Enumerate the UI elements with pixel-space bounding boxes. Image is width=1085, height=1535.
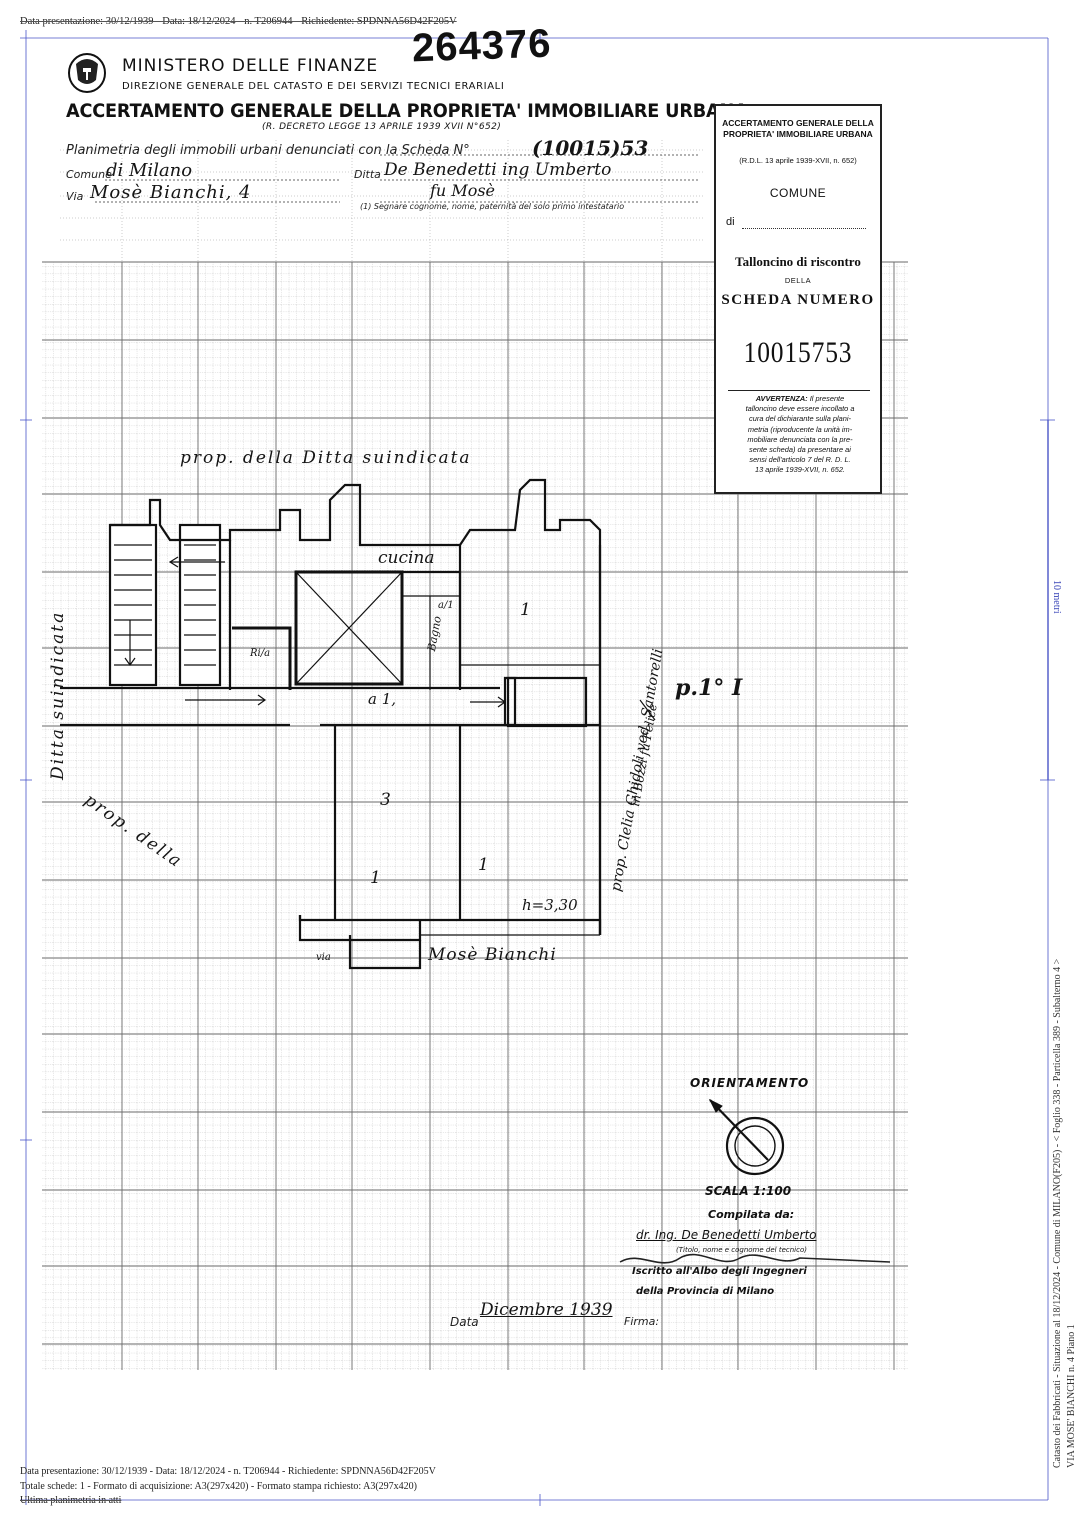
data-label: Data — [450, 1315, 479, 1329]
provincia-label: della Provincia di Milano — [636, 1286, 775, 1297]
top-meta-line: Data presentazione: 30/12/1939 - Data: 1… — [20, 16, 457, 27]
plan-room-top: 1 — [520, 600, 531, 620]
plan-height: h=3,30 — [522, 896, 578, 914]
talloncino-di: di — [726, 216, 735, 228]
plan-ripost: Ri/a — [250, 648, 271, 659]
talloncino-number: 10015753 — [743, 336, 853, 369]
talloncino-comune: COMUNE — [769, 186, 827, 200]
scheda-number: (10015)53 — [532, 136, 649, 160]
ditta-label: Ditta — [354, 168, 381, 181]
avvertenza-line-7: 13 aprile 1939-XVII, n. 652. — [755, 465, 845, 475]
talloncino-rdl: (R.D.L. 13 aprile 1939-XVII, n. 652) — [739, 156, 857, 165]
avvertenza-line-3: metria (riproducente la unità im- — [747, 424, 853, 434]
plan-via-label: via — [316, 952, 331, 963]
talloncino-di-line — [742, 228, 866, 229]
talloncino-title-1: ACCERTAMENTO GENERALE DELLA — [722, 118, 874, 128]
avvertenza-line-6: sensi dell'articolo 7 del R. D. L. — [749, 455, 851, 465]
talloncino-divider — [728, 390, 870, 391]
avvertenza-line-0: Il presente — [809, 394, 845, 403]
avvertenza-title: AVVERTENZA: — [755, 394, 808, 403]
ditta-value-2: fu Mosè — [430, 181, 496, 200]
data-value: Dicembre 1939 — [480, 1300, 613, 1320]
ditta-value: De Benedetti ing Umberto — [384, 160, 612, 180]
document-number: 264376 — [411, 21, 553, 71]
document-title: ACCERTAMENTO GENERALE DELLA PROPRIETA' I… — [66, 100, 748, 122]
footer-line-3: Ultima planimetria in atti — [20, 1495, 122, 1506]
plan-cucina: cucina — [378, 548, 435, 568]
directorate-name: DIREZIONE GENERALE DEL CATASTO E DEI SER… — [122, 81, 505, 92]
firma-label: Firma: — [624, 1315, 660, 1328]
floor-plan — [60, 478, 656, 970]
avvertenza-line-4: mobiliare denunciata con la pre- — [747, 434, 853, 444]
plan-a1: a 1, — [368, 690, 397, 708]
compiler-name: dr. Ing. De Benedetti Umberto — [636, 1228, 817, 1242]
talloncino-scheda-numero: SCHEDA NUMERO — [721, 292, 875, 308]
decree-reference: (R. DECRETO LEGGE 13 APRILE 1939 XVII N°… — [262, 122, 502, 132]
iscritto-label: Iscritto all'Albo degli Ingegneri — [632, 1266, 807, 1277]
via-value: Mosè Bianchi, 4 — [90, 182, 252, 203]
orientation-compass — [708, 1098, 785, 1176]
plan-room-3: 3 — [380, 790, 391, 810]
state-emblem-icon — [68, 53, 106, 93]
talloncino-avvertenza: AVVERTENZA: Il presente talloncino deve … — [728, 394, 872, 476]
side-cadastral-line-1: Catasto dei Fabbricati - Situazione al 1… — [1052, 958, 1063, 1468]
talloncino-heading: Talloncino di riscontro — [735, 254, 861, 269]
plan-prop-top: prop. della Ditta suindicata — [180, 448, 472, 468]
side-scale-label: 10 metri — [1051, 580, 1062, 614]
signature — [619, 1253, 891, 1264]
footer-line-2: Totale schede: 1 - Formato di acquisizio… — [20, 1481, 417, 1492]
scala-label: SCALA 1:100 — [705, 1184, 792, 1198]
talloncino-title-2: PROPRIETA' IMMOBILIARE URBANA — [723, 129, 873, 139]
talloncino-della: DELLA — [784, 276, 812, 285]
plan-street: Mosè Bianchi — [428, 945, 557, 965]
ditta-note: (1) Segnare cognome, nome, paternità del… — [360, 202, 625, 211]
plan-wc: a/1 — [438, 600, 454, 611]
side-cadastral-line-2: VIA MOSE' BIANCHI n. 4 Piano 1 — [1066, 1324, 1077, 1468]
plan-ditta-left: Ditta suindicata — [48, 610, 68, 780]
comune-label: Comune — [66, 168, 112, 181]
avvertenza-line-1: talloncino deve essere incollato a — [745, 404, 855, 414]
comune-value: di Milano — [106, 160, 193, 181]
ministry-name: MINISTERO DELLE FINANZE — [122, 56, 379, 76]
header-grid — [60, 140, 705, 262]
orientamento-label: ORIENTAMENTO — [690, 1076, 810, 1090]
avvertenza-line-2: cura del dichiarante sulla plani- — [749, 414, 851, 424]
footer-line-1: Data presentazione: 30/12/1939 - Data: 1… — [20, 1466, 436, 1477]
talloncino-stub: ACCERTAMENTO GENERALE DELLA PROPRIETA' I… — [714, 104, 882, 494]
plan-room-mid: 1 — [370, 868, 381, 888]
grid-major-lines — [42, 261, 908, 1370]
form-underlines — [95, 154, 700, 203]
avvertenza-line-5: sente scheda) da presentare ai — [749, 445, 851, 455]
planimetria-label: Planimetria degli immobili urbani denunc… — [66, 143, 470, 158]
plan-piano: p.1° I — [675, 675, 743, 701]
plan-room-right: 1 — [478, 855, 489, 875]
compiler-note: (Titolo, nome e cognome del tecnico) — [676, 1246, 807, 1254]
via-label: Via — [66, 190, 84, 203]
compilata-label: Compilata da: — [708, 1208, 795, 1221]
page-frame — [20, 30, 1055, 1506]
